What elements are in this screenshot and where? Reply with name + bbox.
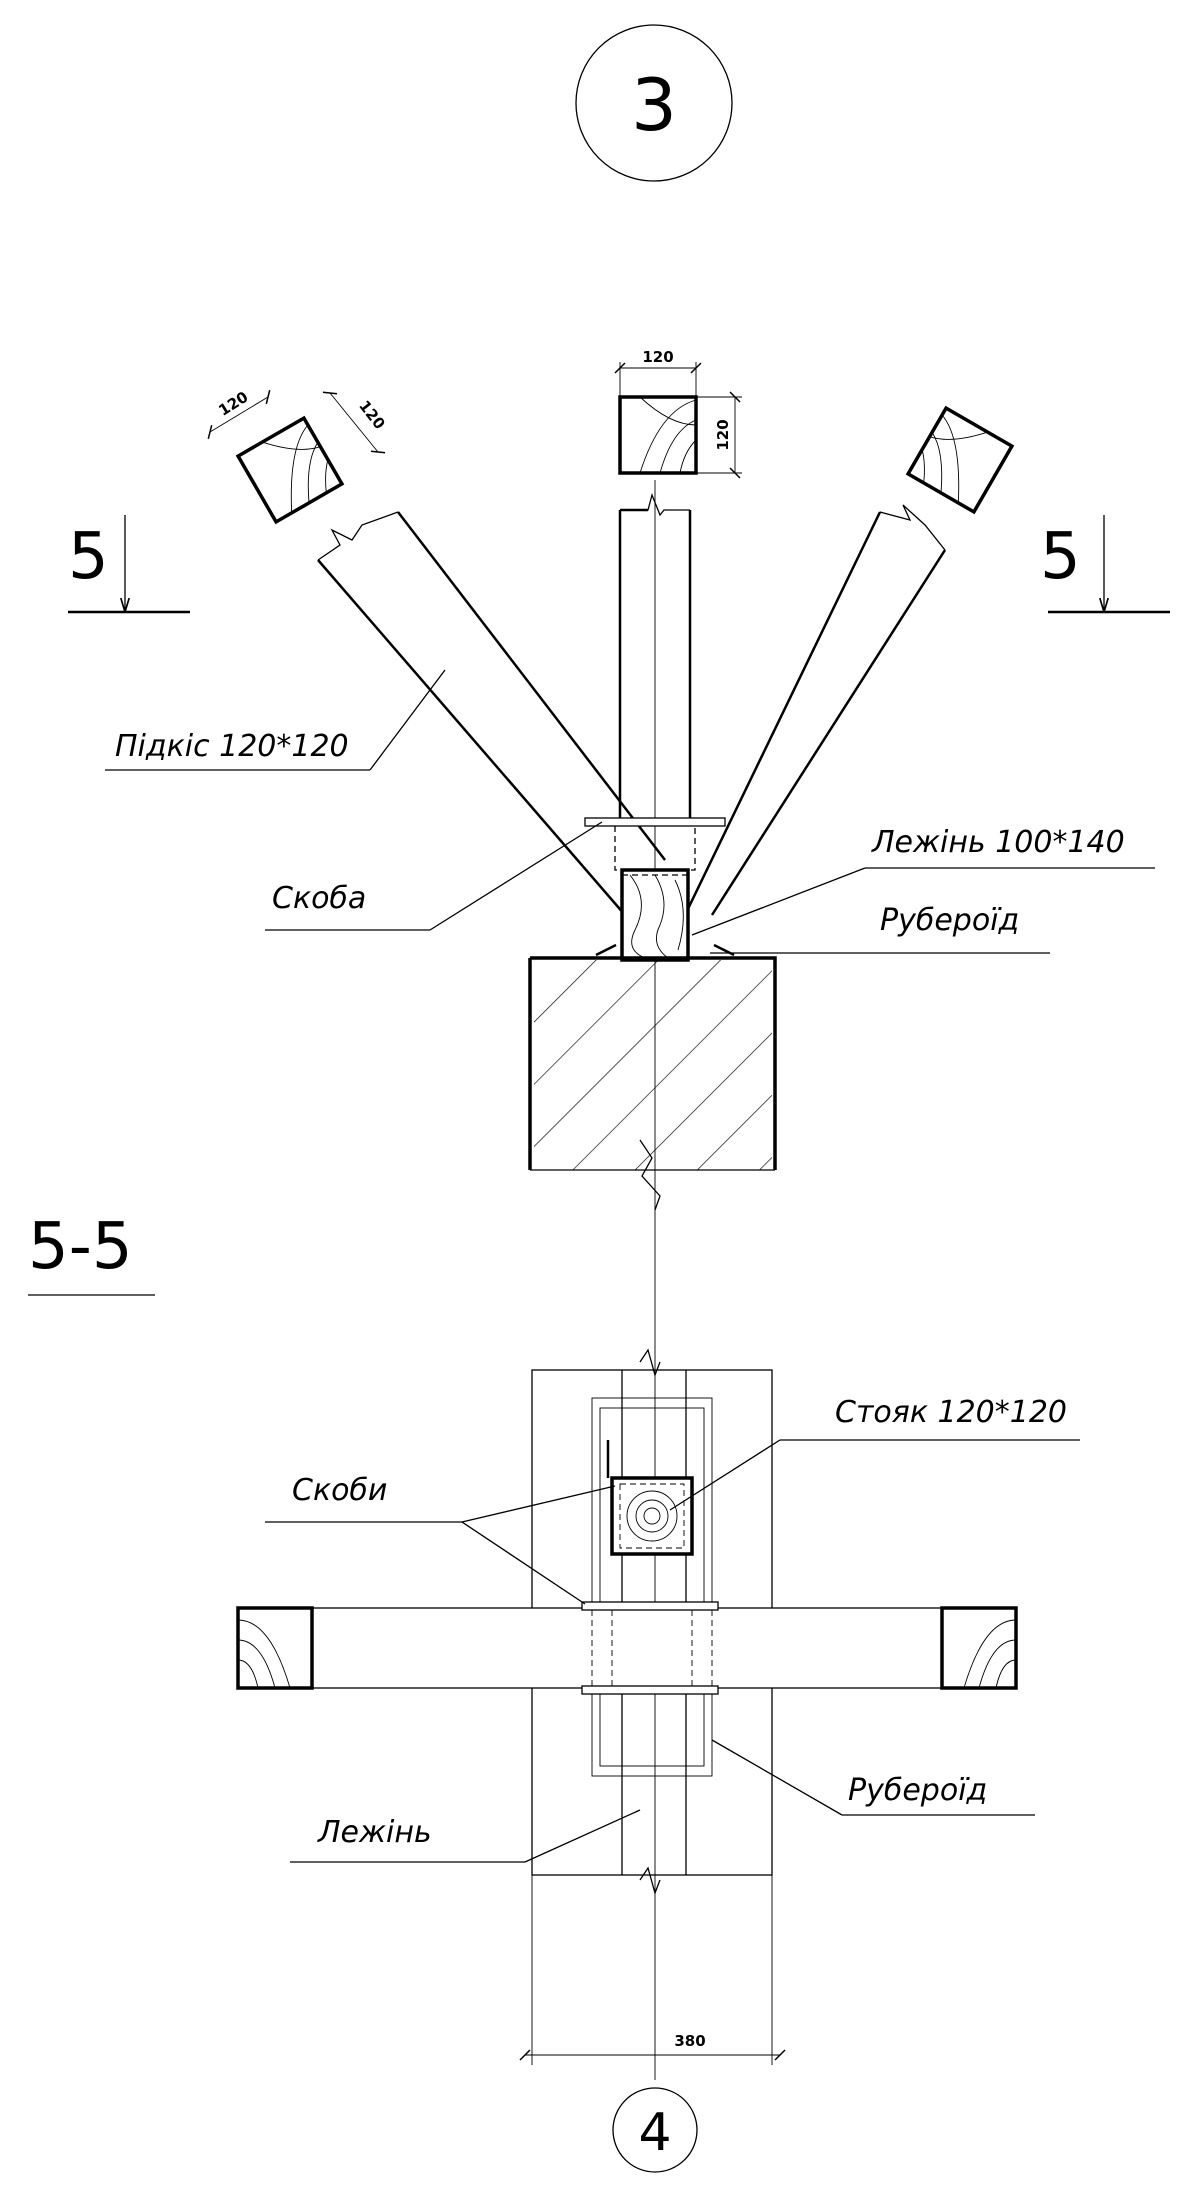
leader-brace (369, 669, 446, 771)
cut-mark-left-label: 5 (68, 520, 109, 594)
section-post (606, 1440, 694, 1556)
leader-roofing-sec (711, 1739, 843, 1816)
brace-section-right (905, 405, 1015, 515)
leader-brackets-2 (461, 1521, 586, 1605)
leader-post (669, 1439, 781, 1511)
brace-section-left (235, 415, 345, 525)
dim-top-height: 120 (714, 419, 732, 450)
dim-left-b: 120 (355, 397, 388, 433)
post-section-top: 120 120 (614, 348, 742, 479)
dim-top-width: 120 (642, 348, 673, 366)
vertical-post (618, 492, 692, 825)
section-brackets (581, 1601, 719, 1695)
next-number: 4 (638, 2103, 671, 2163)
label-post: Стояк 120*120 (835, 1395, 1067, 1430)
cut-mark-right-label: 5 (1040, 520, 1081, 594)
cut-mark-left: 5 (68, 515, 190, 614)
left-brace (317, 511, 666, 916)
label-bracket: Скоба (272, 881, 366, 916)
section-title-label: 5-5 (28, 1210, 133, 1284)
section-roofing-felt (591, 1397, 713, 1777)
label-brackets: Скоби (292, 1473, 387, 1508)
label-sill-section: Лежінь (317, 1815, 432, 1850)
sheet-number-circle: 3 (575, 24, 733, 182)
section-title: 5-5 (28, 1210, 155, 1296)
right-brace (683, 504, 947, 916)
label-roofing-section: Рубероїд (848, 1773, 987, 1808)
label-roofing-top: Рубероїд (880, 903, 1019, 938)
next-number-circle: 4 (612, 2087, 698, 2173)
leader-brackets-1 (461, 1485, 616, 1523)
leader-bracket (429, 821, 603, 931)
sheet-number: 3 (631, 63, 677, 147)
leader-sill-sec (524, 1809, 641, 1863)
foundation-wall (528, 943, 777, 1211)
cut-mark-right: 5 (1040, 515, 1170, 614)
base-dimension: 380 (519, 1875, 786, 2065)
leader-sill (691, 867, 866, 936)
sill-block (620, 868, 690, 962)
label-brace: Підкіс 120*120 (115, 729, 349, 764)
dim-base-width: 380 (674, 2032, 705, 2050)
label-sill: Лежінь 100*140 (871, 825, 1125, 860)
section-beam (236, 1606, 1018, 1690)
dim-left-a: 120 (215, 388, 251, 420)
